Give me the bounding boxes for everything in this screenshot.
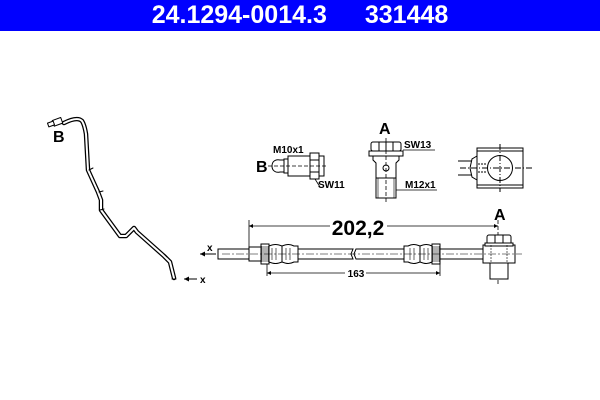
- fitting-b-wrench-size: SW11: [318, 180, 345, 191]
- fitting-a-thread: M12x1: [405, 180, 436, 191]
- fitting-b-label: B: [256, 159, 268, 176]
- hose-assembly: [217, 234, 522, 280]
- fitting-a-wrench-size: SW13: [404, 140, 432, 151]
- routing-exit-label: x: [200, 275, 206, 286]
- sw11-leader: [314, 178, 321, 188]
- fitting-b-drawing: [268, 152, 327, 180]
- fitting-a-drawing: [368, 138, 404, 202]
- overall-length-value: 202,2: [332, 217, 385, 240]
- routing-end-label-b: B: [53, 129, 65, 146]
- hose-end-label-a: A: [494, 207, 506, 224]
- title-bar: 24.1294-0014.3 331448: [0, 0, 600, 31]
- banjo-end-view: [458, 144, 534, 192]
- hose-exit-label: x: [207, 243, 213, 254]
- hose-length-dimension: [266, 264, 441, 276]
- part-number: 24.1294-0014.3: [151, 1, 327, 29]
- hose-length-value: 163: [348, 269, 365, 280]
- reference-number: 331448: [364, 1, 449, 29]
- fitting-a-label: A: [379, 121, 391, 138]
- fitting-b-thread: M10x1: [273, 145, 304, 156]
- hose-routing-view: [46, 116, 177, 281]
